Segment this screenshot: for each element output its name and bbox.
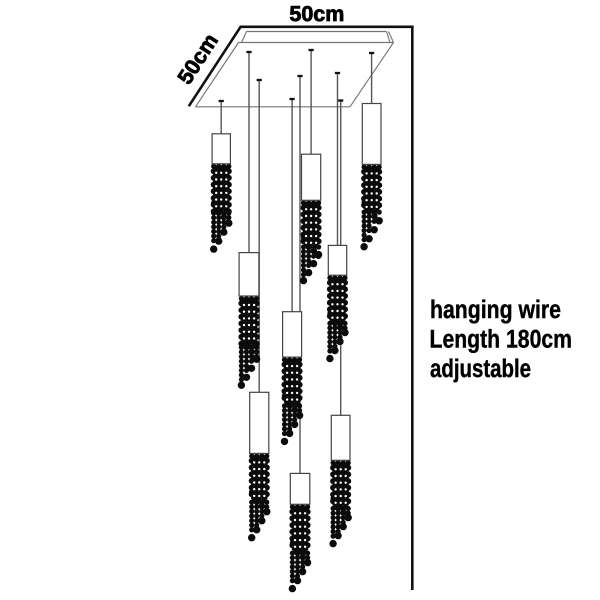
svg-text:Length 180cm: Length 180cm [430,326,573,354]
svg-text:50cm: 50cm [289,2,344,26]
svg-text:adjustable: adjustable [430,355,531,383]
svg-text:hanging wire: hanging wire [430,296,561,324]
